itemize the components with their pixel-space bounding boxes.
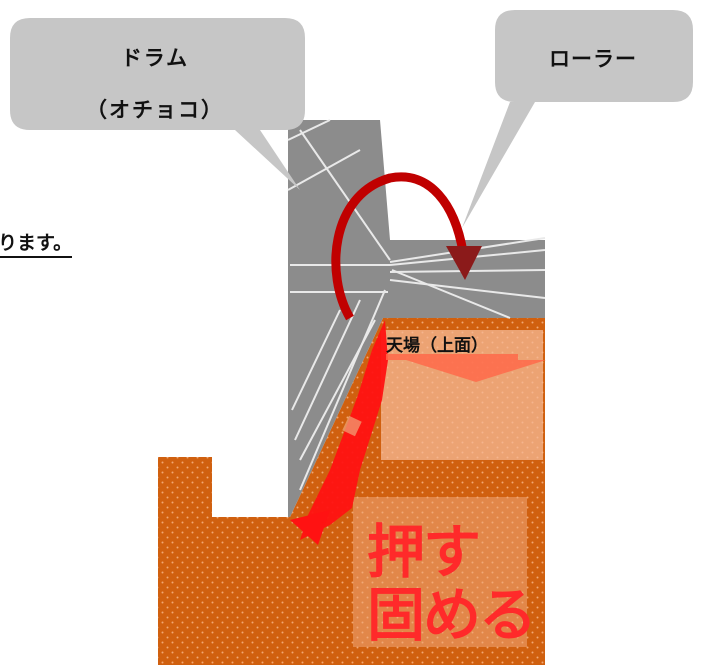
- callout-drum-bubble: [10, 18, 305, 190]
- callout-drum-label: ドラム: [120, 46, 190, 70]
- press-wedge-arrow: [300, 320, 388, 540]
- press-arrow-head: [290, 510, 330, 545]
- top-surface-highlight: [381, 330, 543, 460]
- compact-label: 固める: [367, 581, 537, 649]
- top-surface-label: 天場（上面）: [386, 336, 488, 356]
- rotation-arrow-head: [446, 246, 482, 280]
- drum-body: [288, 120, 545, 517]
- press-highlight: [353, 497, 527, 647]
- rotation-arrow: [331, 172, 468, 321]
- callout-roller-label: ローラー: [549, 47, 637, 71]
- clipped-text: ります。: [0, 228, 73, 258]
- callout-roller-bubble: [462, 10, 693, 228]
- callout-drum-sublabel: （オチョコ）: [86, 98, 224, 122]
- top-surface-arrow: [386, 354, 546, 382]
- press-label: 押す: [367, 518, 481, 586]
